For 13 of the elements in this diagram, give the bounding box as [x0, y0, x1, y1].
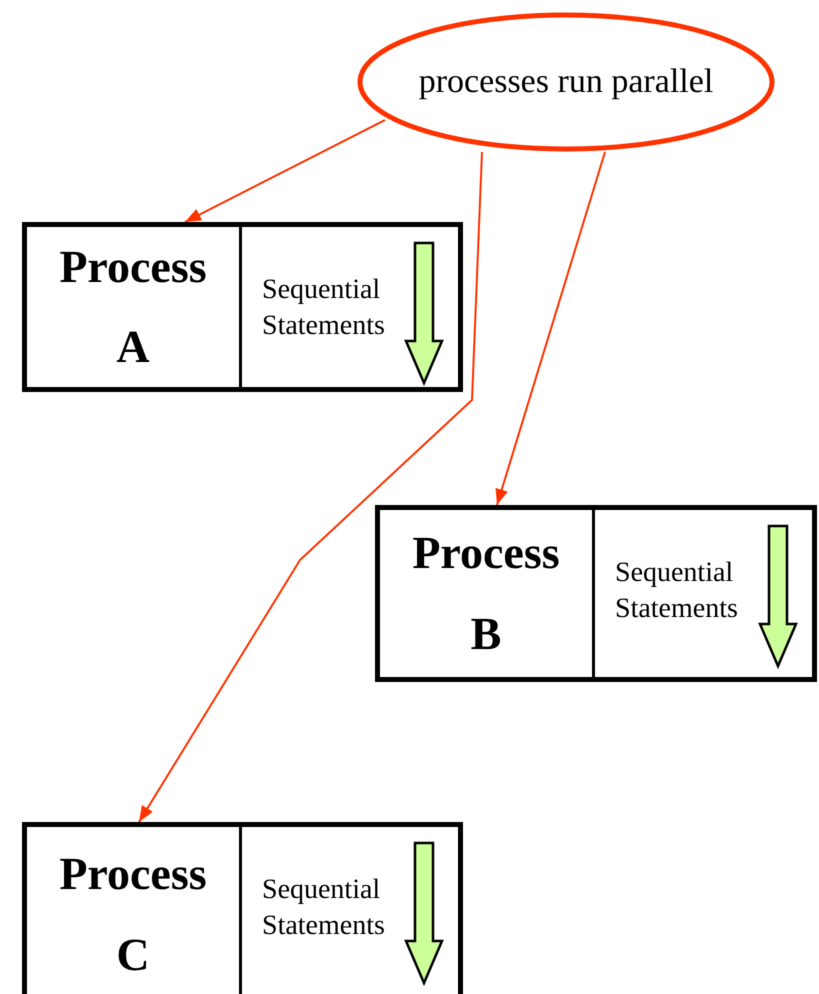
node-label: Sequential Statements [615, 556, 739, 626]
arrow [138, 152, 483, 823]
process-box [22, 822, 463, 994]
process-title: Process B [411, 526, 561, 660]
arrow [496, 152, 606, 506]
arrow [184, 119, 386, 223]
node-label: processes run parallel [418, 63, 714, 101]
process-box [375, 505, 817, 682]
node-label: Sequential Statements [262, 273, 386, 344]
process-box [22, 222, 463, 392]
process-title: Process C [58, 847, 208, 982]
node-label: Sequential Statements [262, 873, 386, 944]
process-title: Process A [58, 240, 208, 374]
